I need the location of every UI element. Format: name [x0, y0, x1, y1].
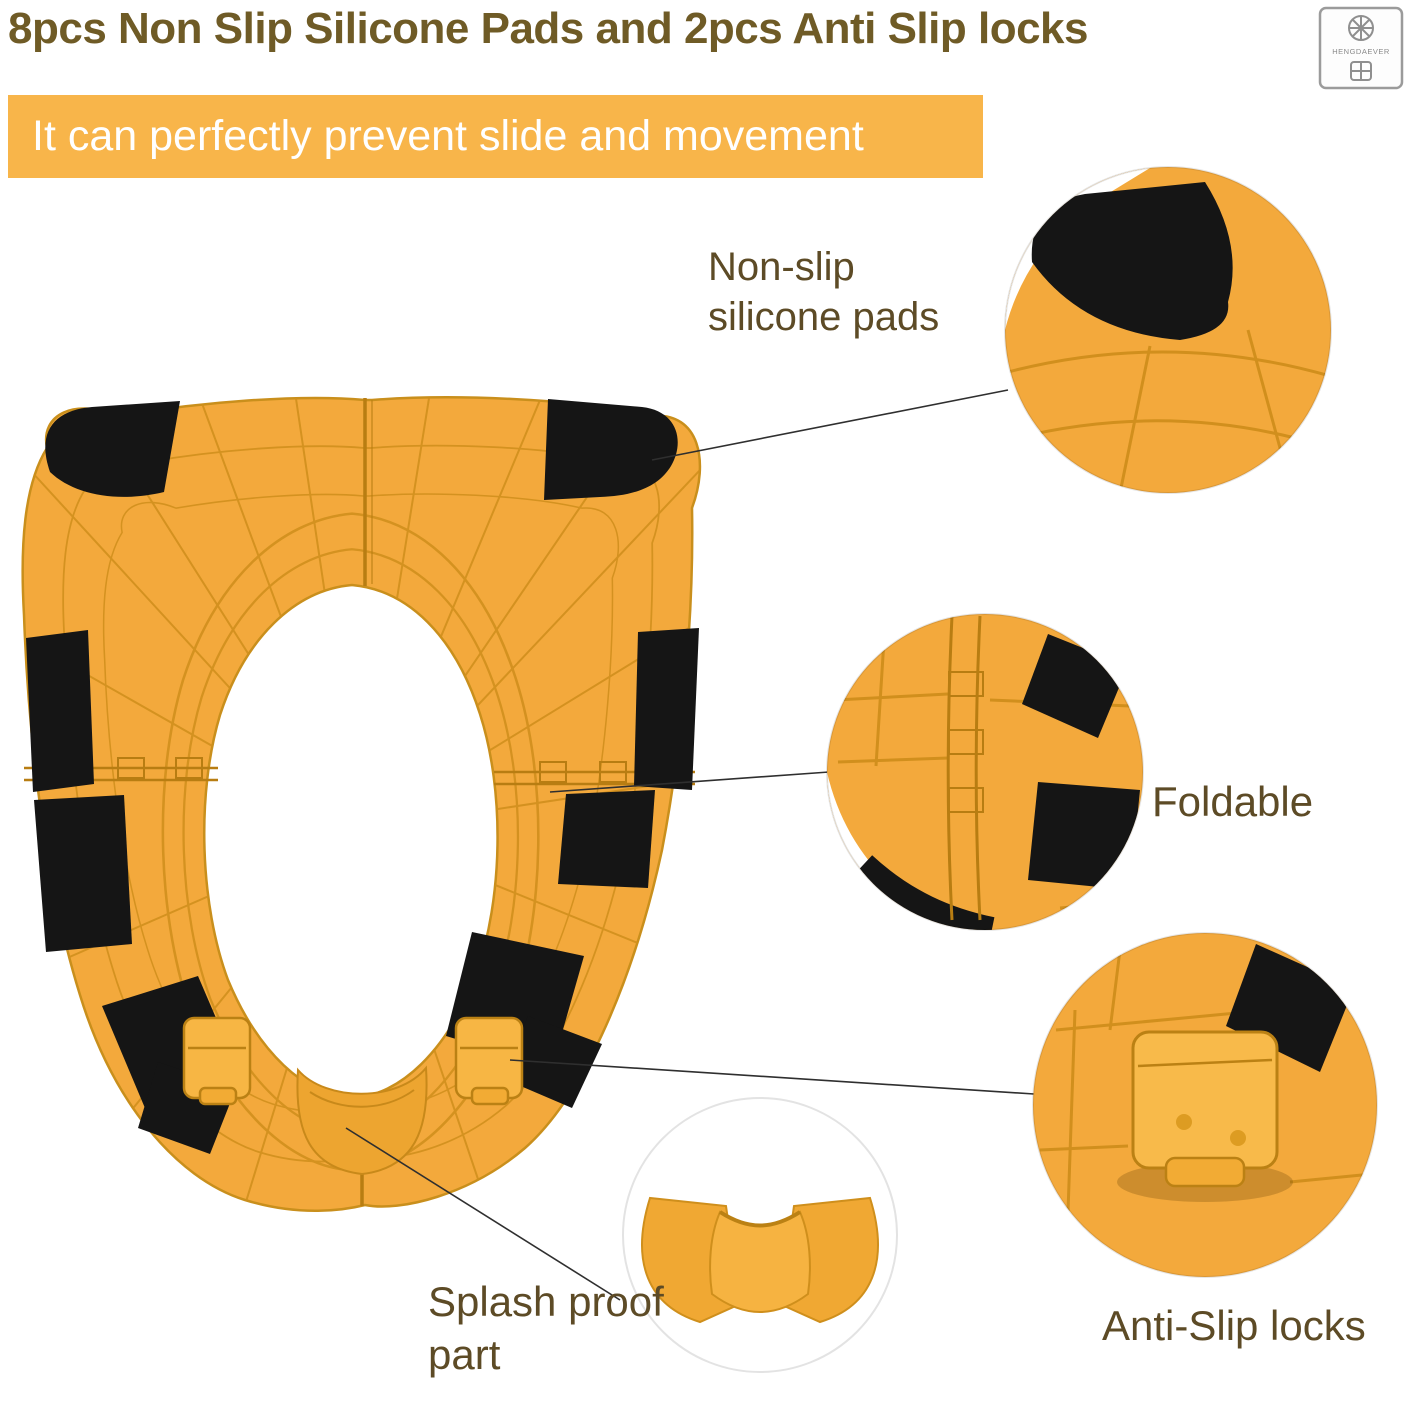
callout-circle-splash [622, 1097, 898, 1373]
leader-lines [345, 389, 1035, 1301]
anti-slip-lock-right [454, 1016, 524, 1106]
leader-line-nonslip [651, 389, 1009, 461]
logo-text: HENGDAEVER [1332, 47, 1390, 56]
label-foldable: Foldable [1152, 778, 1314, 825]
benefit-banner: It can perfectly prevent slide and movem… [8, 95, 983, 178]
product-image [21, 396, 702, 1212]
callout-circle-foldable [826, 613, 1144, 931]
callout-circle-anti-slip [1032, 932, 1378, 1278]
label-splash-proof: Splash proof part [428, 1278, 664, 1378]
splash-guard [296, 1065, 428, 1176]
label-anti-slip-locks: Anti-Slip locks [1102, 1302, 1366, 1349]
logo-knot-top-icon [1348, 15, 1374, 41]
callout-circle-non-slip [1004, 166, 1332, 494]
brand-logo: HENGDAEVER [1318, 6, 1404, 90]
leader-line-antislip [509, 1059, 1035, 1095]
logo-knot-bottom-icon [1350, 61, 1372, 81]
logo-frame [1318, 6, 1404, 90]
anti-slip-lock-left [182, 1016, 252, 1106]
leader-line-splash [345, 1127, 621, 1301]
page-title: 8pcs Non Slip Silicone Pads and 2pcs Ant… [8, 4, 1089, 53]
label-non-slip-pads: Non-slip silicone pads [708, 245, 940, 339]
leader-line-foldable [549, 771, 830, 793]
